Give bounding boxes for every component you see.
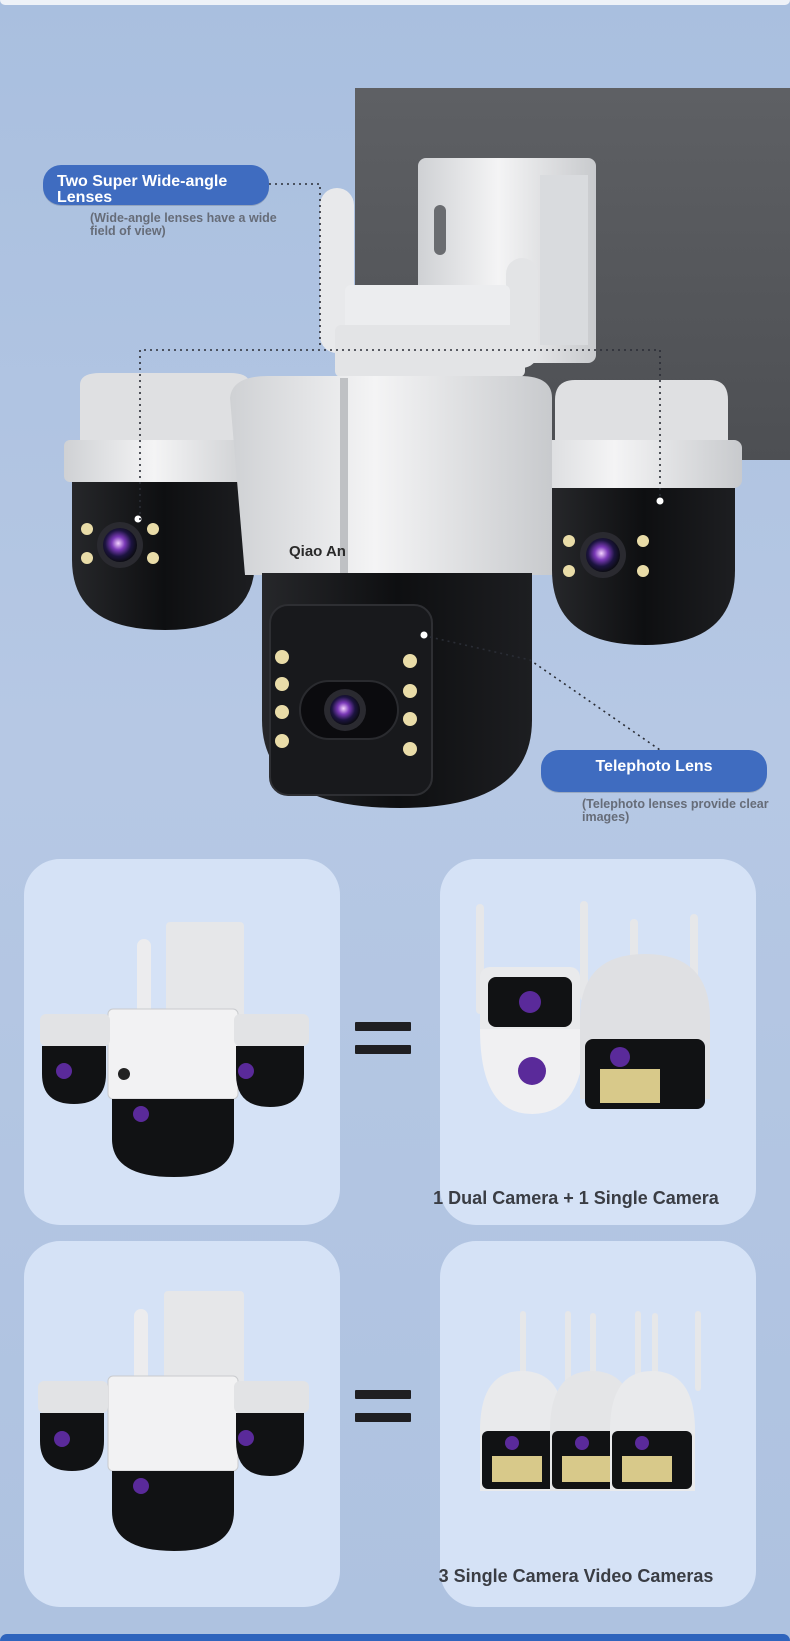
callout-lines [139,183,661,751]
caption-three-singles: 3 Single Camera Video Cameras [438,1566,714,1586]
panel-dual-plus-single [440,859,756,1225]
combo-camera-illustration-2 [38,1291,309,1551]
telephoto-title: Telephoto Lens [595,758,713,775]
hero-section: Two Super Wide-angle Lenses (Wide-angle … [43,88,790,824]
left-wide-angle-camera [64,373,264,630]
wide-angle-note: (Wide-angle lenses have a wide field of … [90,211,277,238]
telephoto-note: (Telephoto lenses provide clear images) [582,797,769,824]
hero-camera-illustration [64,158,742,808]
telephoto-callout: Telephoto Lens [541,750,767,792]
brand-logo-text: Qiao An [289,543,346,560]
top-strip [0,0,790,5]
caption-dual-plus-single: 1 Dual Camera + 1 Single Camera [433,1188,719,1208]
wide-angle-title: Two Super Wide-angle Lenses [57,173,228,206]
bottom-strip [0,1634,790,1641]
equals-sign-2 [355,1390,411,1436]
panel-combo-camera-2 [24,1241,340,1607]
combo-camera-illustration [40,922,309,1177]
right-wide-angle-camera [510,380,742,645]
three-single-cameras [480,1311,701,1491]
center-telephoto-camera [230,376,552,808]
dual-and-single-cameras [476,901,710,1114]
panel-combo-camera-1 [24,859,340,1225]
panel-three-singles [440,1241,756,1607]
equals-sign-1 [355,1022,411,1068]
wide-angle-callout: Two Super Wide-angle Lenses [43,165,269,206]
